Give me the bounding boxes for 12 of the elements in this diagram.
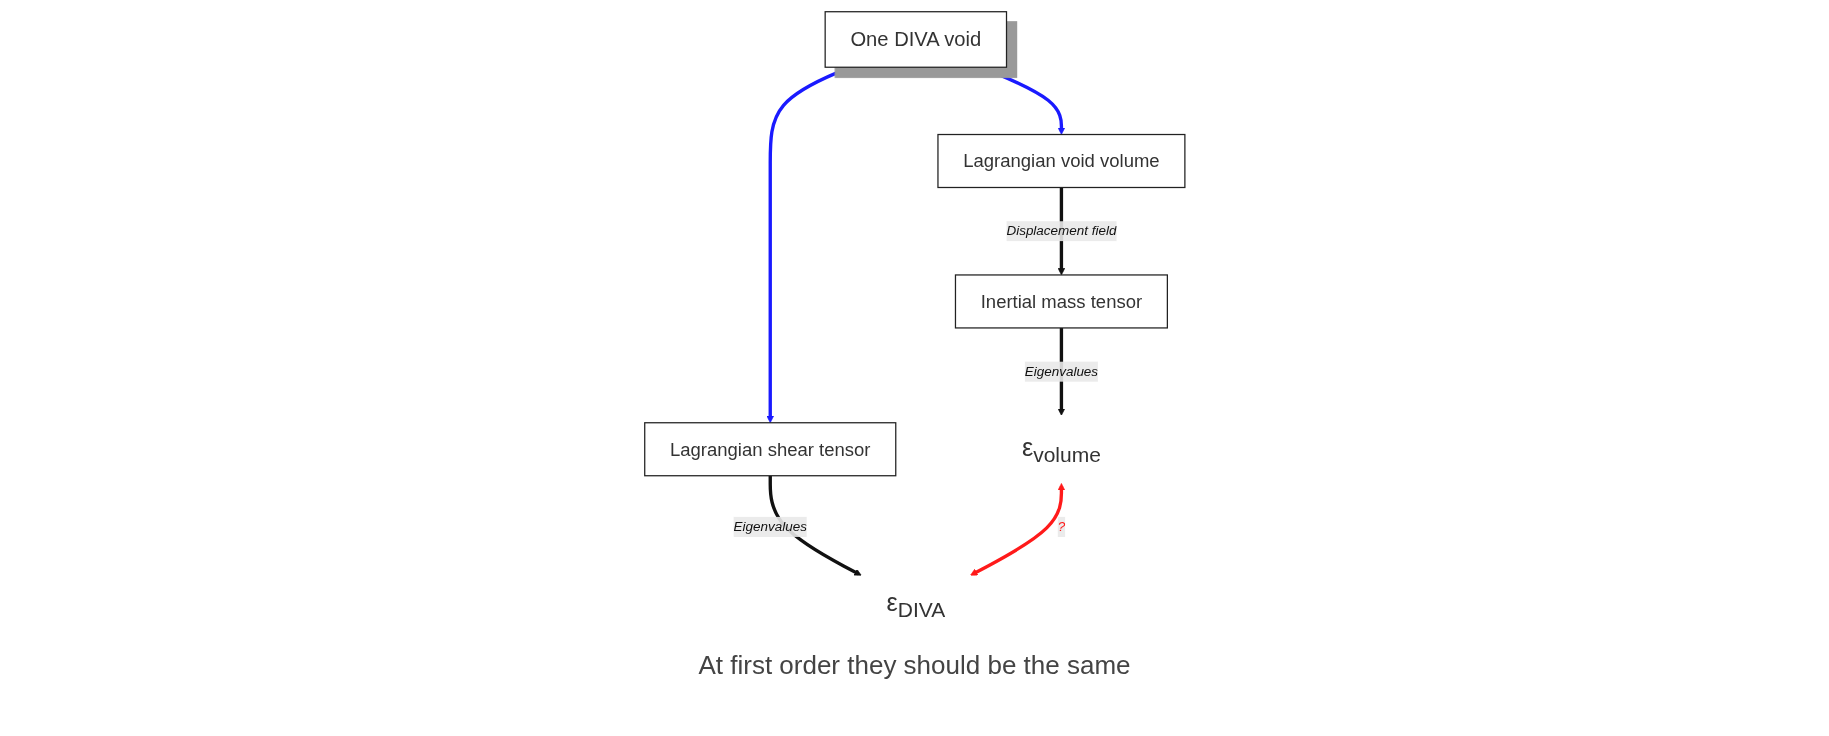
node-box: Lagrangian shear tensor xyxy=(643,422,897,477)
note-text: At first order they should be the same xyxy=(698,650,1131,681)
edge-label: Eigenvalues xyxy=(733,519,807,534)
node-text: ε$_{DIVA}$ xyxy=(886,588,945,622)
node-text: ε$_{volume}$ xyxy=(1021,433,1101,466)
edge-label: Displacement field xyxy=(1006,223,1117,238)
edge-label: Eigenvalues xyxy=(1024,364,1098,379)
arrow xyxy=(969,483,1065,576)
node-box: Inertial mass tensor xyxy=(954,274,1168,329)
edge-label: ? xyxy=(1057,519,1065,534)
node-box: One DIVA void xyxy=(824,11,1007,68)
node-box: Lagrangian void volume xyxy=(937,133,1186,189)
